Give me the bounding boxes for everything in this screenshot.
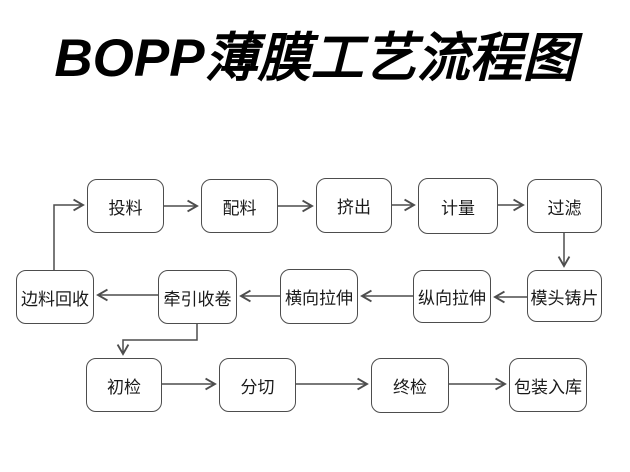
node-extrusion: 挤出 [316,178,392,233]
node-die-casting: 模头铸片 [527,270,602,322]
node-longitudinal-stretching: 纵向拉伸 [413,270,491,323]
node-slitting: 分切 [219,358,296,412]
node-batching: 配料 [201,179,278,233]
node-metering: 计量 [418,178,498,234]
node-final-inspection: 终检 [371,358,449,413]
edge-recycle-feeding-loop [53,198,85,270]
edge-winding-initial-inspection [116,324,198,356]
node-feeding: 投料 [87,179,164,233]
node-transverse-stretching: 横向拉伸 [280,269,358,324]
diagram-title: BOPP薄膜工艺流程图 [54,29,576,88]
node-initial-inspection: 初检 [86,358,162,412]
node-filtration: 过滤 [527,179,602,233]
node-packing-warehousing: 包装入库 [509,358,587,412]
node-edge-material-recycle: 边料回收 [16,270,94,324]
node-traction-winding: 牵引收卷 [158,270,237,324]
